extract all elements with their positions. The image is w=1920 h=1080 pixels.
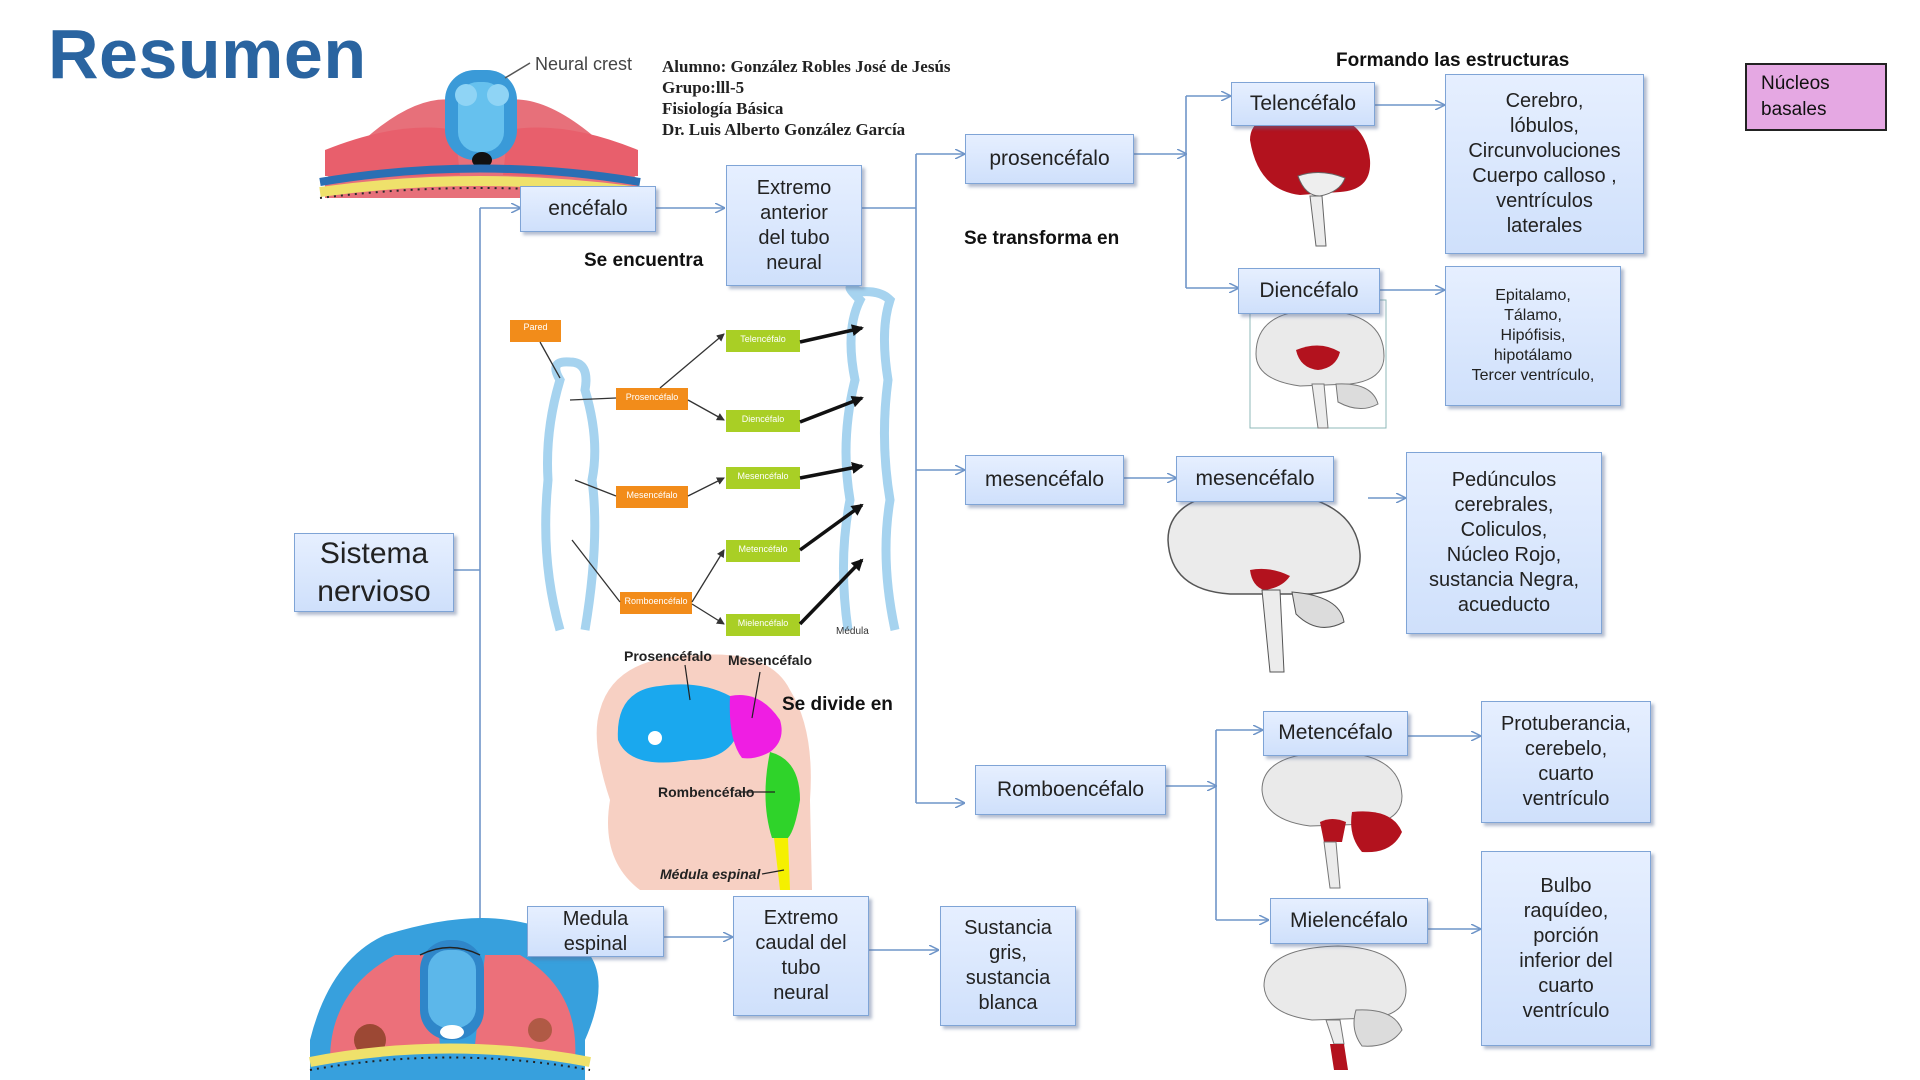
neural-crest-label: Neural crest <box>535 54 633 74</box>
mesencefalo-brain-illustration <box>1167 489 1361 673</box>
extremo-anterior-box: Extremo anterior del tubo neural <box>726 165 862 286</box>
diencefalo-desc-box: Epitalamo, Tálamo, Hipófisis, hipotálamo… <box>1445 266 1621 406</box>
telencefalo-brain-illustration <box>1250 111 1371 247</box>
se-transforma-label: Se transforma en <box>964 228 1120 249</box>
mielencefalo-box: Mielencéfalo <box>1270 898 1428 944</box>
mesencefalo-box: mesencéfalo <box>965 455 1124 505</box>
embryo-label-medula: Médula espinal <box>660 866 761 882</box>
se-divide-label: Se divide en <box>782 694 893 715</box>
sistema-nervioso-box: Sistema nervioso <box>294 533 454 612</box>
embryo-label-mesencefalo: Mesencéfalo <box>728 652 813 668</box>
prosencefalo-box: prosencéfalo <box>965 134 1134 184</box>
vesicle-label-romboencefalo: Romboencéfalo <box>624 596 688 606</box>
mielencefalo-desc-box: Bulbo raquídeo, porción inferior del cua… <box>1481 851 1651 1046</box>
encefalo-box: encéfalo <box>520 186 656 232</box>
romboencefalo-box: Romboencéfalo <box>975 765 1166 815</box>
vesicle-label-prosencefalo: Prosencéfalo <box>625 392 679 402</box>
se-encuentra-label: Se encuentra <box>584 250 704 271</box>
nucleos-basales-box: Núcleos basales <box>1745 63 1887 131</box>
metencefalo-desc-box: Protuberancia, cerebelo, cuarto ventrícu… <box>1481 701 1651 823</box>
vesicle-label-diencefalo: Diencéfalo <box>741 414 785 424</box>
vesicle-label-pared: Pared <box>523 322 548 332</box>
vesicle-label-telencefalo: Telencéfalo <box>740 334 786 344</box>
medula-espinal-box: Medula espinal <box>527 906 664 957</box>
vesicle-label-metencefalo: Metencéfalo <box>738 544 788 554</box>
embryo-label-prosencefalo: Prosencéfalo <box>624 648 712 664</box>
embryo-brain-illustration <box>596 654 812 890</box>
embryo-label-romboencefalo: Rombencéfalo <box>658 784 755 800</box>
formando-label: Formando las estructuras <box>1336 50 1570 71</box>
diencefalo-box: Diencéfalo <box>1238 268 1380 314</box>
vesicle-label-medula: Médula <box>836 626 869 637</box>
slide-title: Resumen <box>48 15 367 93</box>
diencefalo-brain-illustration <box>1249 299 1387 429</box>
metencefalo-brain-illustration <box>1261 751 1403 889</box>
vesicle-label-mielencefalo: Mielencéfalo <box>737 618 789 628</box>
extremo-caudal-box: Extremo caudal del tubo neural <box>733 896 869 1016</box>
sustancia-box: Sustancia gris, sustancia blanca <box>940 906 1076 1026</box>
metencefalo-box: Metencéfalo <box>1263 711 1408 756</box>
student-info: Alumno: González Robles José de Jesús Gr… <box>662 57 951 139</box>
telencefalo-desc-box: Cerebro, lóbulos, Circunvoluciones Cuerp… <box>1445 74 1644 254</box>
neural-crest-illustration <box>319 62 641 199</box>
spinal-cord-illustration <box>309 918 599 1080</box>
mielencefalo-brain-illustration <box>1263 945 1407 1070</box>
vesicles-diagram <box>510 283 900 636</box>
telencefalo-box: Telencéfalo <box>1231 82 1375 126</box>
mesencefalo-desc-box: Pedúnculos cerebrales, Coliculos, Núcleo… <box>1406 452 1602 634</box>
vesicle-label-mesencefalo2: Mesencéfalo <box>737 471 789 481</box>
mesencefalo2-box: mesencéfalo <box>1176 456 1334 502</box>
vesicle-label-mesencefalo: Mesencéfalo <box>626 490 678 500</box>
